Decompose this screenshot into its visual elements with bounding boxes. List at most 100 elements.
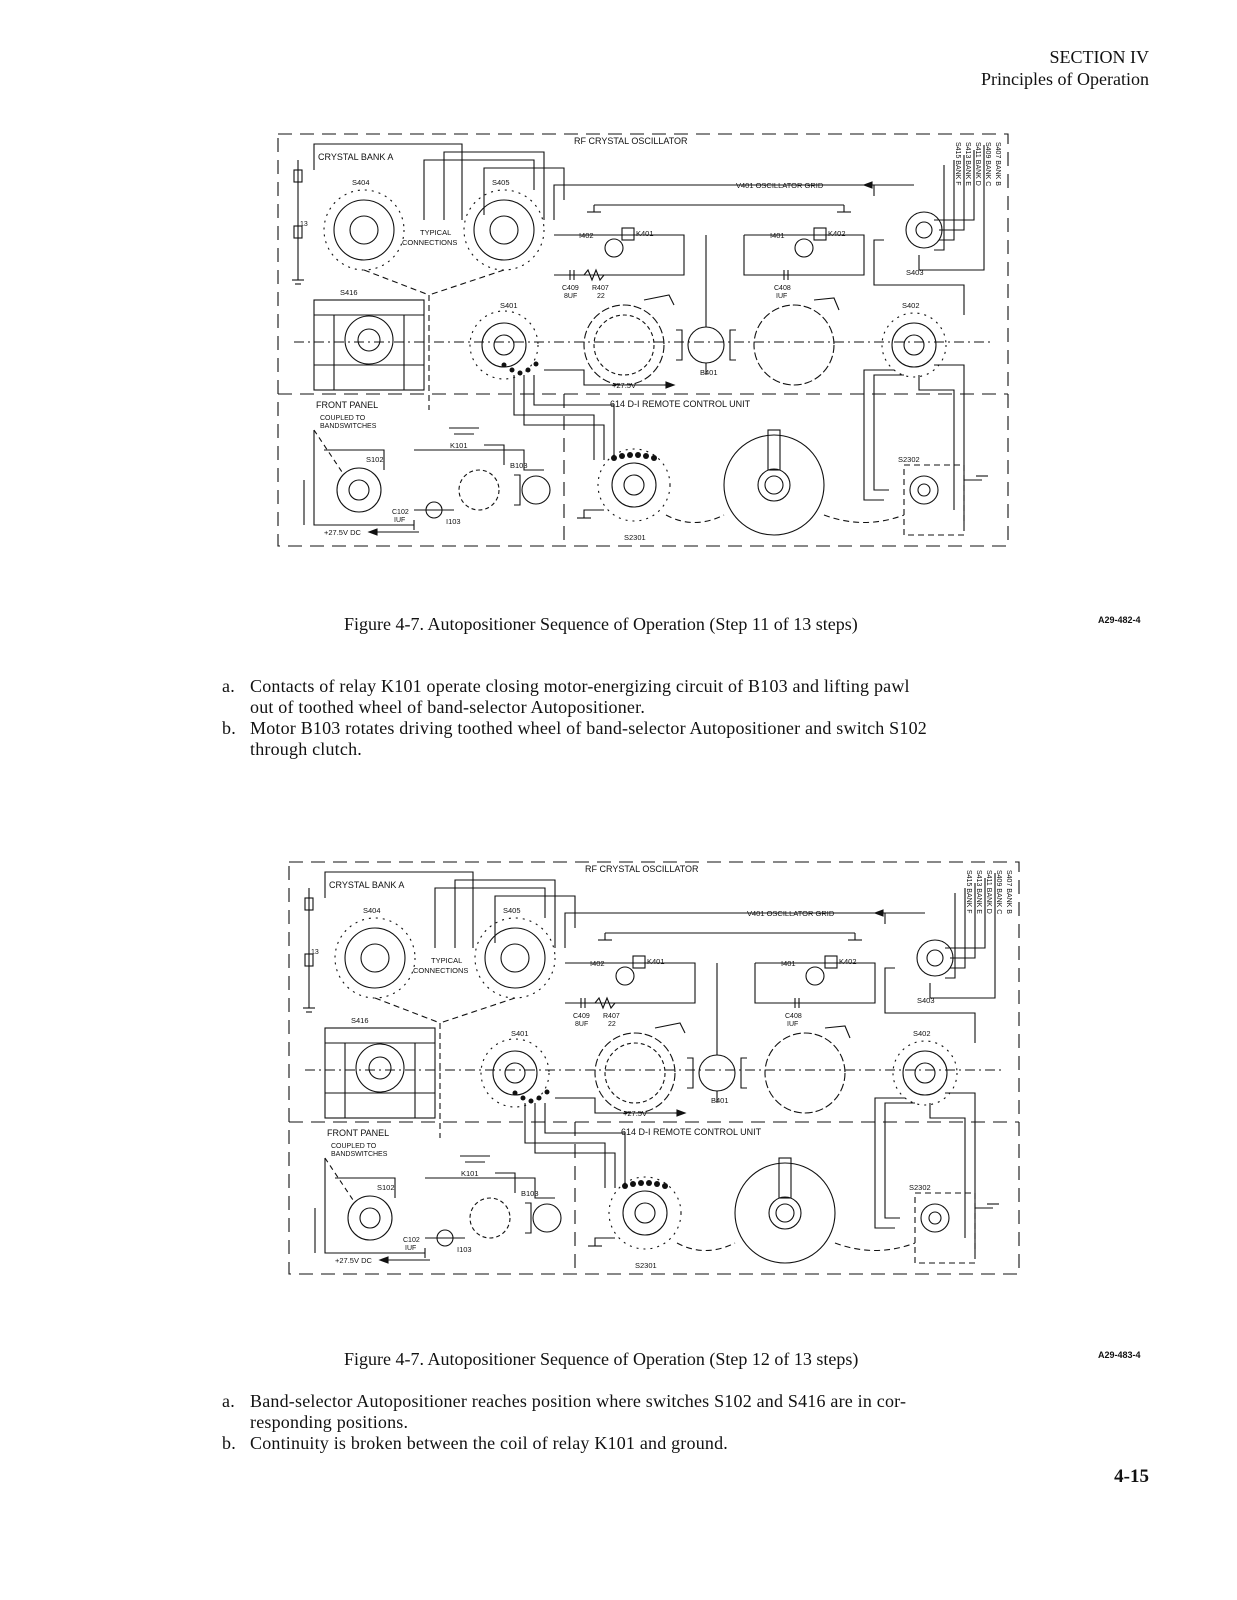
label-c409-value: 8UF xyxy=(575,1021,588,1028)
label-crystal-bank: CRYSTAL BANK A xyxy=(318,152,393,162)
label-s405: S405 xyxy=(503,906,521,915)
label-s402: S402 xyxy=(902,301,920,310)
label-c409: C409 xyxy=(562,285,579,292)
label-c102: C102 xyxy=(403,1237,420,1244)
label-coupled-to: COUPLED TO xyxy=(320,415,366,422)
label-r407: R407 xyxy=(592,285,609,292)
label-b401: B401 xyxy=(711,1096,729,1105)
label-c408: C408 xyxy=(785,1013,802,1020)
label-b401: B401 xyxy=(700,368,718,377)
figure-1-item-a: a. Contacts of relay K101 operate closing… xyxy=(222,676,1092,718)
label-c409-value: 8UF xyxy=(564,293,577,300)
item-text: Motor B103 rotates driving toothed wheel… xyxy=(250,718,927,738)
label-s2302: S2302 xyxy=(898,455,920,464)
item-text-cont: out of toothed wheel of band-selector Au… xyxy=(250,697,646,717)
page-number: 4-15 xyxy=(1114,1466,1149,1487)
label-k402: K402 xyxy=(828,229,846,238)
label-typical: TYPICAL xyxy=(420,228,451,237)
label-front-panel: FRONT PANEL xyxy=(316,400,378,410)
label-s2301: S2301 xyxy=(624,533,646,542)
label-bank-d: S411 BANK D xyxy=(974,142,981,186)
figure-1-caption: Figure 4-7. Autopositioner Sequence of O… xyxy=(344,614,858,634)
item-text: Contacts of relay K101 operate closing m… xyxy=(250,676,910,696)
label-pin-13: 13 xyxy=(300,221,308,228)
label-s403: S403 xyxy=(917,996,935,1005)
label-b103: B103 xyxy=(510,461,528,470)
label-s2301: S2301 xyxy=(635,1261,657,1270)
label-coupled-to: COUPLED TO xyxy=(331,1143,377,1150)
item-text: Band-selector Autopositioner reaches pos… xyxy=(250,1391,907,1411)
label-bank-b: S407 BANK B xyxy=(1005,870,1012,914)
figure-2-item-b: b.Continuity is broken between the coil … xyxy=(222,1433,1092,1454)
item-label: b. xyxy=(222,1433,236,1453)
label-bank-b: S407 BANK B xyxy=(994,142,1001,186)
label-c408-value: IUF xyxy=(776,293,787,300)
label-connections: CONNECTIONS xyxy=(402,238,457,247)
figure-2-diagram: RF CRYSTAL OSCILLATOR CRYSTAL BANK A S40… xyxy=(285,858,1025,1278)
item-text-cont: responding positions. xyxy=(250,1412,409,1432)
label-s102: S102 xyxy=(377,1183,395,1192)
section-title: Principles of Operation xyxy=(981,69,1149,89)
label-r407-value: 22 xyxy=(608,1021,616,1028)
label-bank-c: S409 BANK C xyxy=(995,870,1002,914)
label-s2302: S2302 xyxy=(909,1183,931,1192)
section-header: SECTION IV xyxy=(1049,47,1150,67)
label-bank-d: S411 BANK D xyxy=(985,870,992,914)
label-i401: I401 xyxy=(770,231,785,240)
schematic: RF CRYSTAL OSCILLATOR CRYSTAL BANK A S40… xyxy=(288,861,1020,1275)
label-remote-control-unit: 614 D-I REMOTE CONTROL UNIT xyxy=(610,399,751,409)
label-bank-f: S415 BANK F xyxy=(965,870,972,914)
schematic: RF CRYSTAL OSCILLATOR CRYSTAL BANK A S40… xyxy=(277,133,1009,547)
label-s405: S405 xyxy=(492,178,510,187)
label-s402: S402 xyxy=(913,1029,931,1038)
label-c409: C409 xyxy=(573,1013,590,1020)
item-label: a. xyxy=(222,1391,235,1411)
label-s416: S416 xyxy=(351,1016,369,1025)
label-bandswitches: BANDSWITCHES xyxy=(320,423,377,430)
label-k402: K402 xyxy=(839,957,857,966)
label-k101: K101 xyxy=(461,1169,479,1178)
label-bank-f: S415 BANK F xyxy=(954,142,961,186)
label-front-panel: FRONT PANEL xyxy=(327,1128,389,1138)
label-plus-27-5v: +27.5V xyxy=(623,1109,647,1118)
label-bank-c: S409 BANK C xyxy=(984,142,991,186)
label-v401: V401 OSCILLATOR GRID xyxy=(736,181,824,190)
label-k101: K101 xyxy=(450,441,468,450)
label-bandswitches: BANDSWITCHES xyxy=(331,1151,388,1158)
label-s404: S404 xyxy=(352,178,370,187)
figure-2-item-a: a. Band-selector Autopositioner reaches p… xyxy=(222,1391,1092,1433)
figure-2-id: A29-483-4 xyxy=(1098,1350,1141,1360)
item-label: a. xyxy=(222,676,235,696)
label-c408-value: IUF xyxy=(787,1021,798,1028)
label-27-5v-dc: +27.5V DC xyxy=(324,528,361,537)
label-typical: TYPICAL xyxy=(431,956,462,965)
label-i103: I103 xyxy=(457,1245,472,1254)
label-remote-control-unit: 614 D-I REMOTE CONTROL UNIT xyxy=(621,1127,762,1137)
label-c102-value: IUF xyxy=(394,517,405,524)
label-r407: R407 xyxy=(603,1013,620,1020)
label-v401: V401 OSCILLATOR GRID xyxy=(747,909,835,918)
label-s404: S404 xyxy=(363,906,381,915)
label-s403: S403 xyxy=(906,268,924,277)
label-i103: I103 xyxy=(446,517,461,526)
label-i402: I402 xyxy=(590,959,605,968)
item-text-cont: through clutch. xyxy=(250,739,362,759)
label-bank-e: S413 BANK E xyxy=(964,142,971,186)
label-crystal-bank: CRYSTAL BANK A xyxy=(329,880,404,890)
label-s416: S416 xyxy=(340,288,358,297)
label-k401: K401 xyxy=(636,229,654,238)
figure-2-caption: Figure 4-7. Autopositioner Sequence of O… xyxy=(344,1349,859,1369)
label-27-5v-dc: +27.5V DC xyxy=(335,1256,372,1265)
label-s401: S401 xyxy=(500,301,518,310)
label-k401: K401 xyxy=(647,957,665,966)
label-c102-value: IUF xyxy=(405,1245,416,1252)
figure-1-diagram: RF CRYSTAL OSCILLATOR CRYSTAL BANK A S40… xyxy=(274,130,1014,550)
label-rf-oscillator: RF CRYSTAL OSCILLATOR xyxy=(585,864,699,874)
label-i401: I401 xyxy=(781,959,796,968)
figure-1-id: A29-482-4 xyxy=(1098,615,1141,625)
label-connections: CONNECTIONS xyxy=(413,966,468,975)
label-c408: C408 xyxy=(774,285,791,292)
label-b103: B103 xyxy=(521,1189,539,1198)
label-r407-value: 22 xyxy=(597,293,605,300)
label-pin-13: 13 xyxy=(311,949,319,956)
